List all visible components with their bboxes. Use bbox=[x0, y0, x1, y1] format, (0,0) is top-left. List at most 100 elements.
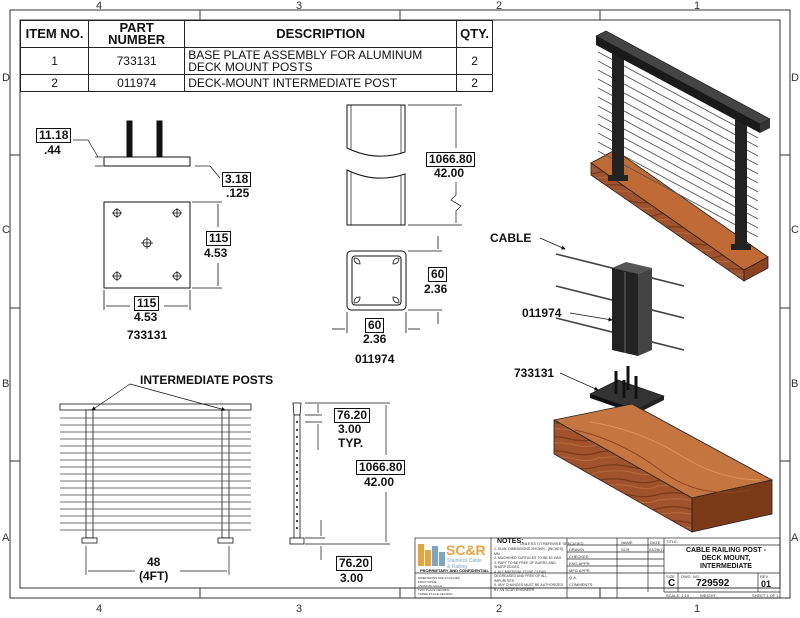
note-line: 1. DUAL DIMENSIONS SHOWN - [INCHES] MM. bbox=[494, 547, 563, 556]
zone-label-side: D bbox=[2, 72, 10, 84]
plate-part-label: 733131 bbox=[127, 328, 168, 342]
dim-width-a: 48 bbox=[147, 555, 161, 569]
zone-label-top: 1 bbox=[694, 0, 701, 12]
intermediate-posts-label: INTERMEDIATE POSTS bbox=[140, 373, 274, 387]
tolerance-line: FRACTIONAL bbox=[418, 580, 438, 584]
qa-label: Q.A. bbox=[569, 575, 578, 580]
zone-label-bottom: 1 bbox=[694, 603, 701, 615]
checked-label: CHECKED bbox=[569, 554, 589, 559]
dim-post-sq-w-in: 2.36 bbox=[363, 332, 387, 346]
cable-label: CABLE bbox=[490, 231, 532, 245]
logo-text: SC&R bbox=[446, 542, 486, 558]
bom-part: 011974 bbox=[88, 74, 186, 92]
drawn-by: SCR bbox=[621, 547, 630, 552]
table-row: 2 011974 DECK-MOUNT INTERMEDIATE POST 2 bbox=[19, 74, 493, 92]
dim-plate-h-in: 4.53 bbox=[204, 246, 228, 260]
zone-label-side: D bbox=[791, 72, 799, 84]
bom-desc: DECK-MOUNT INTERMEDIATE POST bbox=[184, 74, 458, 92]
dim-post-sq-w-mm: 60 bbox=[365, 318, 385, 333]
bom-desc: BASE PLATE ASSEMBLY FOR ALUMINUM DECK MO… bbox=[184, 47, 458, 75]
mfg-appr-label: MFG APPR. bbox=[569, 568, 591, 573]
dim-rail-h-in: 42.00 bbox=[364, 475, 395, 489]
zone-label-top: 2 bbox=[496, 0, 503, 12]
tolerance-line: THREE PLACE DECIMAL bbox=[418, 592, 454, 596]
dim-post-sq-h-mm: 60 bbox=[428, 267, 448, 282]
zone-label-bottom: 2 bbox=[496, 603, 503, 615]
tolerance-line: TWO PLACE DECIMAL bbox=[418, 588, 450, 592]
tolerance-line: DIMENSIONS ARE IN INCHES bbox=[418, 576, 460, 580]
size-value: C bbox=[668, 578, 676, 589]
zone-label-side: A bbox=[791, 532, 799, 544]
date-header: DATE bbox=[650, 540, 661, 545]
notes-title: NOTES: bbox=[497, 538, 524, 545]
dim-plate-w-in: 4.53 bbox=[134, 310, 158, 324]
scale-label: SCALE: 1:10 bbox=[666, 593, 690, 598]
iso-post-label: 011974 bbox=[522, 306, 562, 320]
bom-header: QTY. bbox=[456, 20, 493, 48]
rev-label: REV bbox=[760, 574, 769, 579]
rev-value: 01 bbox=[761, 579, 772, 589]
bom-header: DESCRIPTION bbox=[184, 20, 458, 48]
dim-plate-h-mm: 115 bbox=[206, 231, 232, 246]
zone-label-top: 4 bbox=[96, 0, 103, 12]
note-line: 2. MACHINED SURFACES TO BE 63 MAX. bbox=[494, 556, 563, 560]
bom-header: ITEM NO. bbox=[19, 20, 90, 48]
dim-spacing-typ: TYP. bbox=[338, 436, 364, 450]
eng-appr-label: ENG APPR. bbox=[569, 561, 591, 566]
zone-label-side: C bbox=[2, 224, 10, 236]
dim-plate-t2-in: .125 bbox=[226, 186, 250, 200]
dim-post-len-mm: 1066.80 bbox=[426, 152, 476, 167]
dim-bottom-in: 3.00 bbox=[340, 571, 364, 585]
dim-plate-w-mm: 115 bbox=[134, 296, 160, 311]
dim-plate-t2-mm: 3.18 bbox=[222, 172, 252, 187]
table-row: 1 733131 BASE PLATE ASSEMBLY FOR ALUMINU… bbox=[19, 47, 493, 75]
title-label: TITLE: bbox=[666, 539, 679, 544]
iso-plate-label: 733131 bbox=[514, 366, 555, 380]
dim-post-len-in: 42.00 bbox=[434, 166, 465, 180]
dim-plate-thick-mm: 11.18 bbox=[36, 128, 72, 143]
zone-label-top: 3 bbox=[296, 0, 303, 12]
dim-bottom-mm: 76.20 bbox=[336, 556, 373, 571]
tolerance-line: ANGULAR MACH bbox=[418, 584, 443, 588]
note-line: 5. ANY CHANGES MUST BE AUTHORIZED BY AN … bbox=[494, 583, 564, 592]
notes-body: 1. DUAL DIMENSIONS SHOWN - [INCHES] MM. … bbox=[494, 547, 564, 592]
dim-spacing-in: 3.00 bbox=[338, 422, 362, 436]
post-part-label: 011974 bbox=[355, 352, 395, 366]
sheet-label: SHEET 1 OF 1 bbox=[752, 593, 779, 598]
dim-plate-thick-in: .44 bbox=[44, 143, 61, 157]
dim-width-b: (4FT) bbox=[139, 569, 169, 583]
logo-sub: & Railing bbox=[447, 564, 468, 570]
zone-label-side: C bbox=[791, 224, 799, 236]
drawing-title: CABLE RAILING POST - DECK MOUNT, INTERME… bbox=[685, 547, 767, 570]
dwg-no-value: 729592 bbox=[696, 578, 730, 589]
dwg-no-label: DWG. NO. bbox=[681, 574, 701, 579]
bom-qty: 2 bbox=[456, 74, 493, 92]
drawn-label: DRAWN bbox=[569, 547, 584, 552]
drawn-date: 03/28/17 bbox=[649, 547, 665, 552]
dim-spacing-mm: 76.20 bbox=[334, 408, 371, 423]
note-line: 3. PART TO BE FREE OF BURRS AND SHARP ED… bbox=[494, 560, 556, 570]
tolerance-block: DIMENSIONS ARE IN INCHES FRACTIONAL ANGU… bbox=[418, 576, 488, 596]
dim-post-sq-h-in: 2.36 bbox=[424, 282, 448, 296]
comments-label: COMMENTS: bbox=[569, 582, 594, 587]
zone-label-bottom: 4 bbox=[96, 603, 103, 615]
bom-item: 2 bbox=[19, 74, 90, 92]
zone-label-side: B bbox=[791, 378, 799, 390]
note-line: 4. ALL MATERIAL TO BE CLEAN, DEGREASED A… bbox=[494, 569, 548, 583]
zone-label-side: A bbox=[2, 532, 10, 544]
bill-of-materials: ITEM NO. PART NUMBER DESCRIPTION QTY. 1 … bbox=[19, 20, 493, 92]
bom-qty: 2 bbox=[456, 47, 493, 75]
bom-header: PART NUMBER bbox=[88, 20, 186, 48]
dim-rail-h-mm: 1066.80 bbox=[356, 460, 406, 475]
logo-sub: Stainless Cable bbox=[447, 558, 482, 564]
bom-part: 733131 bbox=[88, 47, 186, 75]
weight-label: WEIGHT: bbox=[700, 593, 717, 598]
zone-label-bottom: 3 bbox=[296, 603, 303, 615]
notes-subtitle: UNLESS OTHERWISE SPECIFIED bbox=[520, 541, 584, 546]
proprietary-label: PROPRIETARY AND CONFIDENTIAL bbox=[420, 568, 489, 573]
size-label: SIZE bbox=[666, 574, 675, 579]
zone-label-side: B bbox=[2, 378, 10, 390]
bom-item: 1 bbox=[19, 47, 90, 75]
